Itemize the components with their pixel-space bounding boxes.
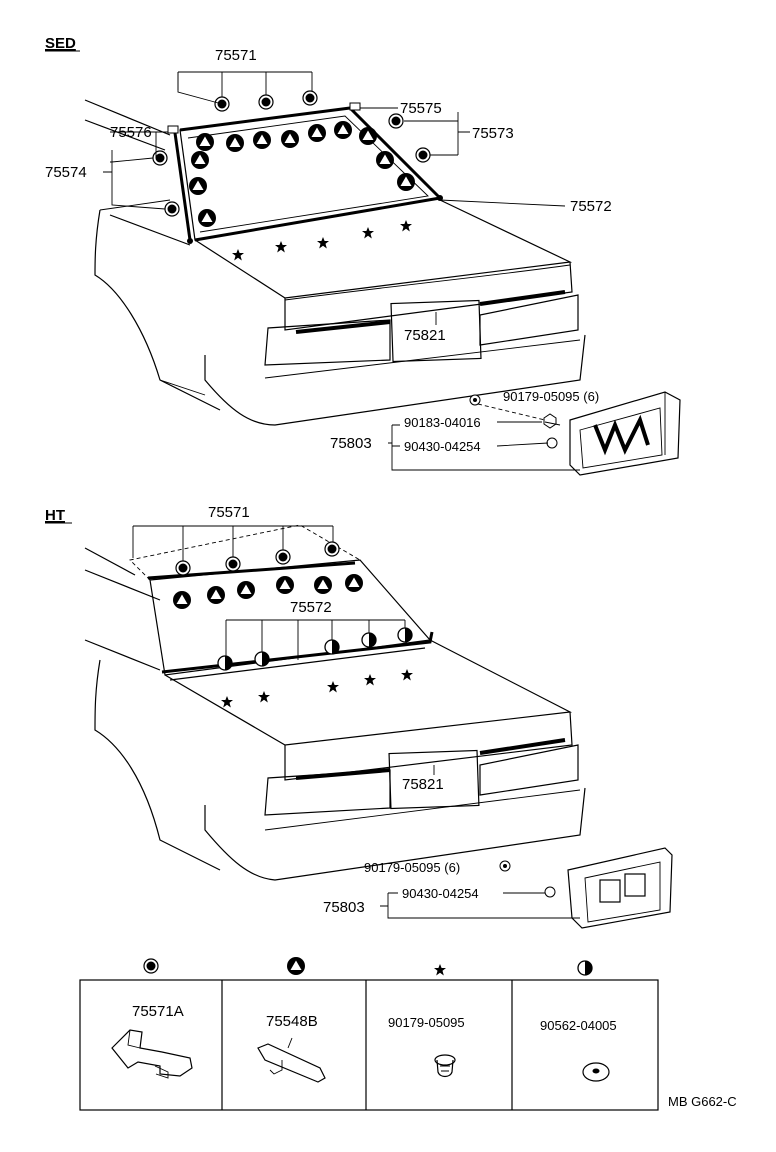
legend-part-90562: 90562-04005: [540, 1018, 617, 1033]
sed-label-nut1: 90183-04016: [404, 415, 481, 430]
legend-symbol-filled-circle: [143, 958, 159, 974]
ht-label-75572: 75572: [290, 599, 332, 616]
sed-label-nut2: 90430-04254: [404, 439, 481, 454]
sed-fastener-bolt: [469, 394, 481, 406]
legend-part-90179: 90179-05095: [388, 1015, 465, 1030]
sed-label-75803: 75803: [330, 435, 372, 452]
ht-fastener-nut2: [544, 886, 556, 898]
sed-clip-markers-75548b: [189, 121, 415, 227]
legend-symbol-half-circle: [577, 960, 593, 976]
sed-label-bolt: 90179-05095 (6): [503, 389, 599, 404]
sed-fastener-nut1: [543, 413, 557, 429]
ht-clip-markers-75548b: [173, 574, 363, 609]
legend-symbol-star: [434, 964, 446, 976]
ht-label-75571: 75571: [208, 504, 250, 521]
footer-code: MB G662-C: [668, 1094, 737, 1109]
sed-label-75572: 75572: [570, 198, 612, 215]
sed-leaders: [103, 71, 566, 325]
sed-label-75573: 75573: [472, 125, 514, 142]
ht-label-nut2: 90430-04254: [402, 886, 479, 901]
ht-label-75821: 75821: [402, 776, 444, 793]
sed-fastener-nut2: [546, 437, 558, 449]
section-title-sed: SED: [45, 35, 76, 52]
ht-label-bolt: 90179-05095 (6): [364, 860, 460, 875]
sed-label-75574: 75574: [45, 164, 87, 181]
ht-label-75803: 75803: [323, 899, 365, 916]
legend-screw-90179-drawing: [434, 1054, 456, 1078]
sed-moldings: [167, 102, 443, 244]
legend-clip-75548b-drawing: [257, 1037, 326, 1083]
sed-license-bracket: [569, 391, 681, 476]
legend-part-75548b: 75548B: [266, 1013, 318, 1030]
legend-symbol-triangle: [287, 957, 305, 975]
sed-label-75821: 75821: [404, 327, 446, 344]
legend-clip-75571a-drawing: [111, 1029, 193, 1079]
ht-leaders: [132, 525, 435, 775]
ht-license-bracket: [567, 847, 673, 929]
sed-screw-markers-90179: [232, 220, 412, 261]
sed-label-75571: 75571: [215, 47, 257, 64]
legend-washer-90562-drawing: [582, 1062, 610, 1082]
sed-car-body: [84, 99, 586, 426]
ht-fastener-bolt: [499, 860, 511, 872]
section-title-ht: HT: [45, 507, 65, 524]
sed-label-75576: 75576: [110, 124, 152, 141]
ht-car-body: [84, 524, 586, 881]
legend-table: [79, 979, 659, 1111]
ht-screw-markers-90179: [221, 669, 413, 708]
legend-symbols: [143, 957, 593, 976]
sed-label-75575: 75575: [400, 100, 442, 117]
legend-part-75571a: 75571A: [132, 1003, 184, 1020]
